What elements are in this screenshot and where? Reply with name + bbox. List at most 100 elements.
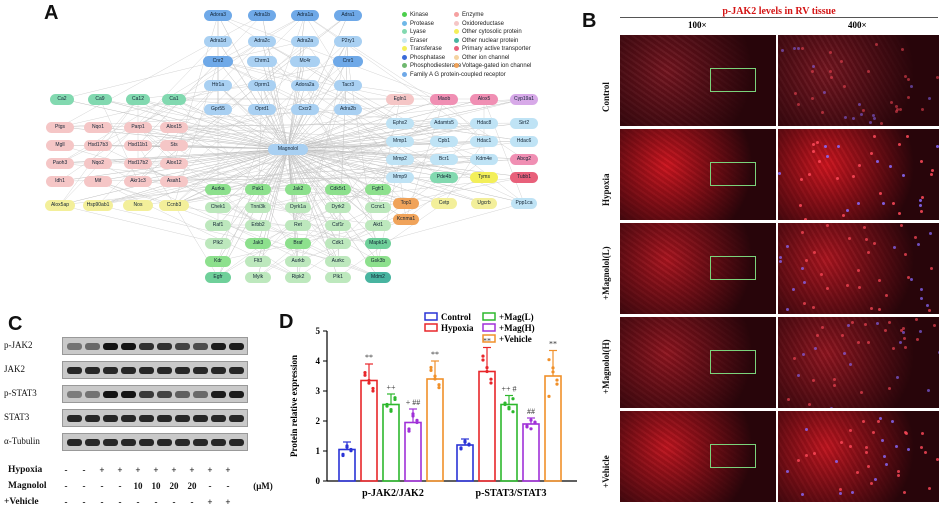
blot-strip [62, 385, 248, 403]
data-point [547, 358, 551, 362]
data-point [529, 427, 533, 431]
condition-value: - [64, 497, 68, 507]
blot-band [193, 415, 208, 422]
condition-value: - [118, 481, 122, 491]
cell-nucleus [793, 91, 797, 95]
condition-value: + [117, 465, 123, 475]
blot-label: α-Tubulin [4, 436, 40, 446]
network-node: Ppp1ca [511, 198, 537, 209]
network-edge [217, 188, 339, 278]
blot-band [103, 415, 118, 422]
network-node: Alox5 [470, 94, 498, 105]
blot-band [175, 415, 190, 422]
condition-value: - [136, 497, 140, 507]
condition-value: - [208, 481, 212, 491]
cell-nucleus [811, 97, 815, 101]
cell-nucleus [812, 379, 816, 382]
cell-nucleus [904, 432, 908, 436]
cell-nucleus [889, 101, 893, 105]
cell-nucleus [935, 144, 939, 148]
network-edge [217, 84, 379, 226]
network-edge [173, 40, 349, 206]
blot-label: STAT3 [4, 412, 30, 422]
network-edge [257, 206, 379, 226]
network-edge [217, 84, 289, 150]
cell-nucleus [904, 75, 908, 79]
cell-nucleus [905, 135, 909, 139]
cell-nucleus [865, 446, 869, 450]
network-node: Mmp9 [386, 172, 414, 183]
condition-value: + [207, 465, 213, 475]
data-point [385, 402, 389, 407]
cell-nucleus [920, 160, 924, 164]
condition-value: - [100, 481, 104, 491]
network-edge [377, 202, 525, 244]
legend-swatch [402, 63, 407, 68]
network-node: Gpr55 [204, 104, 232, 115]
cell-nucleus [829, 51, 833, 55]
network-edge [287, 148, 379, 278]
blot-band [139, 391, 154, 398]
network-edge [261, 84, 379, 226]
condition-value: + [99, 465, 105, 475]
network-node: Nqo1 [84, 122, 112, 133]
cell-nucleus [845, 209, 849, 213]
cell-nucleus [873, 478, 877, 482]
legend-swatch [454, 29, 459, 34]
cell-nucleus [812, 64, 816, 68]
network-edge [173, 60, 306, 182]
network-node: Adra1d [204, 36, 232, 47]
cell-nucleus [906, 95, 910, 99]
blot-label: JAK2 [4, 364, 26, 374]
bar [478, 370, 496, 482]
micrograph-100x [620, 35, 776, 126]
blot-band [67, 391, 82, 398]
network-node: Adra2a [291, 36, 319, 47]
network-edge [304, 14, 349, 86]
cell-nucleus [840, 440, 844, 444]
network-edge [173, 14, 306, 146]
network-edge [287, 148, 445, 178]
network-edge [483, 98, 525, 204]
network-edge [217, 60, 306, 278]
cell-nucleus [801, 46, 805, 50]
y-tick-label: 0 [316, 476, 321, 486]
network-node: Csf1r [325, 220, 351, 231]
blot-strip [62, 337, 248, 355]
cell-nucleus [805, 258, 809, 262]
cell-nucleus [786, 307, 790, 311]
legend-item: Enzyme [454, 12, 484, 18]
cell-nucleus [920, 288, 924, 292]
blot-band [157, 391, 172, 398]
network-edge [59, 204, 219, 244]
blot-band [193, 391, 208, 398]
network-edge [287, 84, 306, 150]
cell-nucleus [903, 430, 907, 434]
cell-nucleus [858, 285, 862, 289]
network-node: Mc4r [290, 56, 320, 67]
blot-band [229, 391, 244, 398]
network-node: Braf [285, 238, 311, 249]
data-point [429, 368, 433, 372]
data-point [371, 389, 375, 393]
cell-nucleus [860, 112, 864, 116]
cell-nucleus [849, 444, 853, 448]
data-point [349, 447, 353, 452]
network-edge [217, 60, 306, 86]
network-node: Tacr3 [334, 80, 362, 91]
condition-value: - [118, 497, 122, 507]
cell-nucleus [820, 272, 824, 276]
legend-label: Control [441, 312, 471, 322]
cell-nucleus [888, 321, 892, 325]
legend-label: Kinase [410, 12, 429, 19]
network-node: Tyms [470, 172, 498, 183]
data-point [429, 365, 433, 370]
micrograph-400x [778, 317, 939, 408]
condition-label: Magnolol [8, 481, 47, 491]
network-edge [347, 84, 445, 100]
network-edge [97, 148, 289, 206]
cell-nucleus [920, 209, 924, 213]
cell-nucleus [862, 226, 866, 230]
